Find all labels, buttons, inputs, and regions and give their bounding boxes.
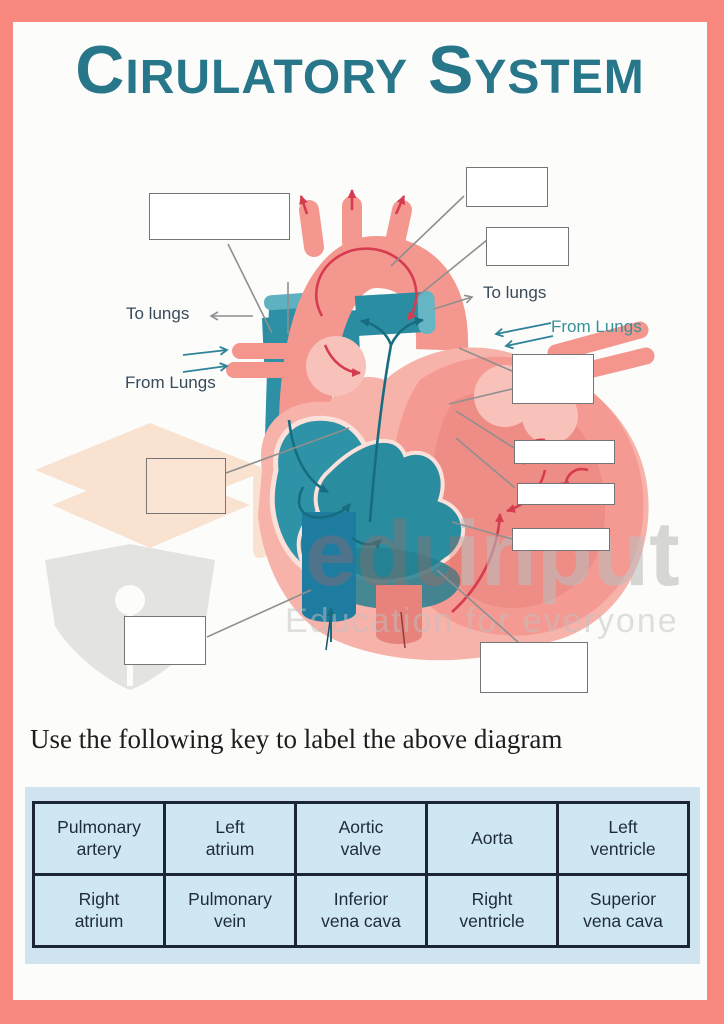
- blank-label-box-9[interactable]: [146, 458, 226, 514]
- blank-label-box-1[interactable]: [149, 193, 290, 240]
- key-cell-superior-vena-cava: Superior vena cava: [556, 873, 690, 948]
- from-lungs-right-label: From Lungs: [551, 317, 642, 336]
- watermark-tagline: Education for everyone: [285, 602, 679, 640]
- key-cell-inferior-vena-cava: Inferior vena cava: [294, 873, 428, 948]
- page-title: Cirulatory System: [75, 32, 645, 108]
- key-cell-aorta: Aorta: [425, 801, 559, 876]
- key-cell-right-atrium: Right atrium: [32, 873, 166, 948]
- key-cell-left-atrium: Left atrium: [163, 801, 297, 876]
- blank-label-box-7[interactable]: [512, 528, 610, 551]
- to-lungs-right-arrow: [433, 297, 472, 310]
- key-cell-right-ventricle: Right ventricle: [425, 873, 559, 948]
- key-cell-aortic-valve: Aortic valve: [294, 801, 428, 876]
- from-lungs-left-label: From Lungs: [125, 373, 216, 392]
- watermark-input-text: input: [455, 503, 680, 605]
- blank-label-box-5[interactable]: [514, 440, 615, 464]
- key-cell-pulmonary-vein: Pulmonary vein: [163, 873, 297, 948]
- blank-label-box-4[interactable]: [512, 354, 594, 404]
- key-table-panel: Pulmonary artery Left atrium Aortic valv…: [25, 787, 700, 964]
- blank-label-box-3[interactable]: [486, 227, 569, 266]
- from-lungs-left-arrow-2: [182, 366, 227, 373]
- teal-flow-arrows: [287, 316, 424, 642]
- annotation-arrows: [182, 297, 554, 373]
- key-cell-pulmonary-artery: Pulmonary artery: [32, 801, 166, 876]
- from-lungs-right-arrow-2: [506, 335, 554, 346]
- blank-label-box-2[interactable]: [466, 167, 548, 207]
- from-lungs-left-arrow-1: [182, 350, 227, 356]
- key-table-row: Pulmonary artery Left atrium Aortic valv…: [32, 801, 690, 876]
- blank-label-box-6[interactable]: [517, 483, 615, 505]
- key-instruction: Use the following key to label the above…: [30, 724, 563, 754]
- watermark-brand: edu input Education for everyone: [285, 503, 680, 640]
- watermark-edu-text: edu: [305, 503, 469, 605]
- key-table: Pulmonary artery Left atrium Aortic valv…: [32, 801, 690, 948]
- to-lungs-left-label: To lungs: [126, 304, 190, 323]
- blank-label-box-10[interactable]: [124, 616, 206, 665]
- to-lungs-right-label: To lungs: [483, 283, 547, 302]
- key-table-row: Right atrium Pulmonary vein Inferior ven…: [32, 873, 690, 948]
- blank-label-box-8[interactable]: [480, 642, 588, 693]
- pointer-lines: [206, 195, 520, 644]
- from-lungs-right-arrow-1: [496, 322, 552, 334]
- key-cell-left-ventricle: Left ventricle: [556, 801, 690, 876]
